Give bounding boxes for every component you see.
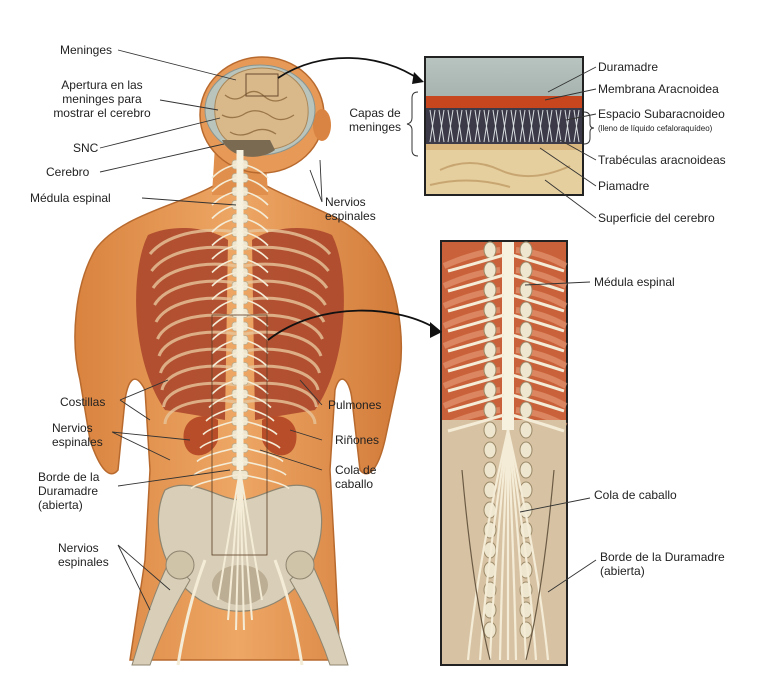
panel-vertebra (520, 382, 532, 398)
panel-vertebra (520, 262, 532, 278)
label-panel-borde: Borde de la Duramadre (abierta) (600, 550, 725, 578)
label-espacio-note: (lleno de líquido cefaloraquídeo) (598, 124, 712, 134)
label-piamadre: Piamadre (598, 179, 649, 193)
label-snc: SNC (73, 141, 98, 155)
label-espacio: Espacio Subaracnoideo (598, 107, 725, 121)
label-meninges: Meninges (60, 43, 112, 57)
label-superficie: Superficie del cerebro (598, 211, 715, 225)
panel-vertebra (484, 382, 496, 398)
pia-layer (426, 144, 582, 150)
panel-vertebra (484, 242, 496, 258)
meninges-panel (425, 57, 583, 195)
label-cerebro: Cerebro (46, 165, 89, 179)
panel-vertebra (484, 262, 496, 278)
label-pulmones: Pulmones (328, 398, 381, 412)
label-apertura: Apertura en las meninges para mostrar el… (44, 78, 160, 120)
label-nervios-torso: Nervios espinales (52, 421, 103, 449)
panel-vertebra (484, 422, 496, 438)
panel-vertebra (484, 302, 496, 318)
panel-vertebra (520, 302, 532, 318)
label-duramadre: Duramadre (598, 60, 658, 74)
panel-vertebra (484, 322, 496, 338)
panel-vertebra (520, 322, 532, 338)
arachnoid-layer (426, 96, 582, 108)
panel-vertebra (484, 282, 496, 298)
panel-vertebra (520, 242, 532, 258)
panel-vertebra (484, 462, 496, 478)
panel-vertebra (520, 362, 532, 378)
label-panel-cola: Cola de caballo (594, 488, 677, 502)
label-medula: Médula espinal (30, 191, 111, 205)
label-nervios-cuello: Nervios espinales (325, 195, 376, 223)
panel-vertebra (520, 462, 532, 478)
label-rinones: Riñones (335, 433, 379, 447)
panel-vertebra (520, 342, 532, 358)
label-costillas: Costillas (60, 395, 105, 409)
panel-vertebra (484, 342, 496, 358)
label-panel-medula: Médula espinal (594, 275, 675, 289)
espacio-bracket (584, 112, 594, 144)
label-cola: Cola de caballo (335, 463, 376, 491)
panel-vertebra (520, 442, 532, 458)
panel-vertebra (484, 402, 496, 418)
ear (313, 109, 331, 141)
panel-vertebra (520, 402, 532, 418)
panel-vertebra (484, 362, 496, 378)
panel-vertebra (484, 622, 496, 638)
dura-layer (426, 58, 582, 96)
panel-vertebra (520, 622, 532, 638)
label-membrana: Membrana Aracnoidea (598, 82, 719, 96)
label-trabeculas: Trabéculas aracnoideas (598, 153, 726, 167)
panel-vertebra (520, 422, 532, 438)
spine-panel (441, 241, 567, 665)
label-capas: Capas de meninges (340, 106, 410, 134)
panel-vertebra (484, 442, 496, 458)
label-nervios-pelvis: Nervios espinales (58, 541, 109, 569)
label-borde: Borde de la Duramadre (abierta) (38, 470, 99, 512)
brain (215, 68, 308, 150)
